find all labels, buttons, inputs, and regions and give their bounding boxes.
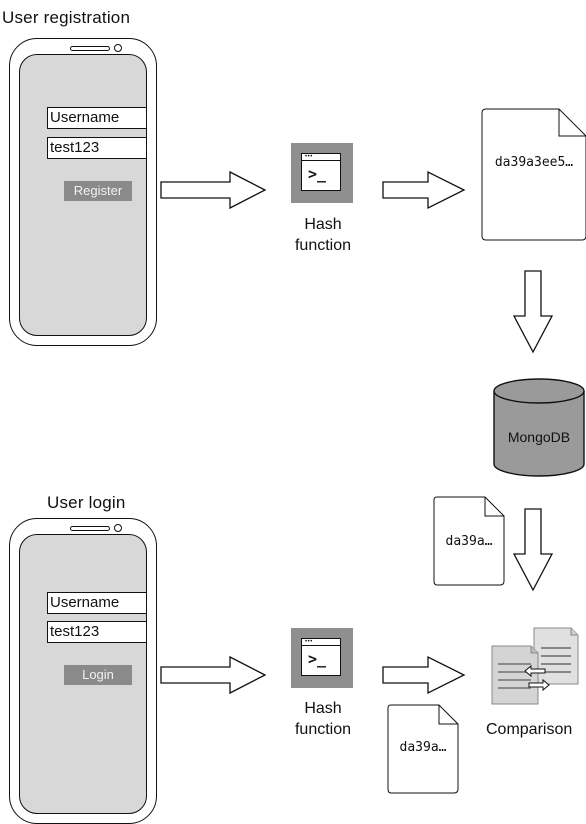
login-phone: Username test123 Login [9, 518, 157, 824]
phone-camera [114, 524, 122, 532]
login-button[interactable]: Login [64, 665, 132, 685]
database-cylinder-icon [493, 378, 585, 477]
phone-speaker [70, 46, 110, 51]
hash-function-label: Hash function [294, 700, 352, 738]
terminal-window-icon: •••>_ [291, 143, 353, 203]
login-title: User login [47, 493, 126, 512]
document-icon [481, 108, 586, 241]
stored-hash-text: da39a… [445, 534, 493, 549]
terminal-window-icon: •••>_ [291, 628, 353, 688]
arrow-icon [160, 655, 267, 695]
login-screen: Username test123 Login [19, 534, 147, 814]
registration-title: User registration [2, 8, 131, 27]
username-field[interactable]: Username [47, 107, 147, 129]
password-field[interactable]: test123 [47, 621, 147, 643]
arrow-icon [512, 508, 554, 592]
document-icon [433, 496, 505, 586]
comparison-label: Comparison [486, 721, 573, 738]
arrow-icon [382, 170, 466, 210]
phone-speaker [70, 526, 110, 531]
arrow-icon [382, 655, 466, 695]
document-icon [387, 704, 459, 794]
password-field[interactable]: test123 [47, 137, 147, 159]
registration-phone: Username test123 Register [9, 38, 157, 346]
database-label: MongoDB [507, 429, 571, 445]
hash-function-label: Hash function [294, 216, 352, 254]
phone-camera [114, 44, 122, 52]
register-button[interactable]: Register [64, 181, 132, 201]
computed-hash-text: da39a… [399, 740, 447, 755]
username-field[interactable]: Username [47, 592, 147, 614]
arrow-icon [160, 170, 267, 210]
hash-output-text: da39a3ee5… [494, 155, 574, 170]
compare-documents-icon [491, 627, 579, 705]
registration-screen: Username test123 Register [19, 54, 147, 336]
arrow-icon [512, 270, 554, 354]
